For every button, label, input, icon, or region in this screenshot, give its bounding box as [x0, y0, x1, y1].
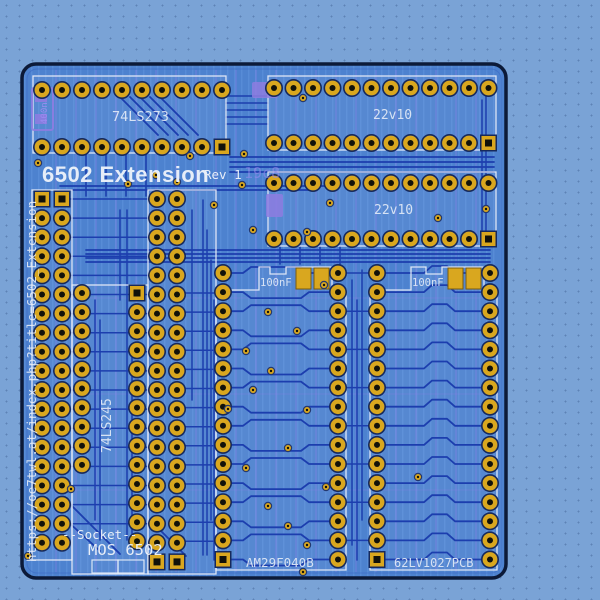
- pcb-board-inner-edge: [26, 68, 502, 574]
- cap2-label: 100nF: [412, 277, 444, 289]
- vias: [23, 93, 491, 577]
- pads: [33, 79, 499, 571]
- socket-chip-label: MOS 6502: [88, 541, 163, 559]
- u1-74ls273-label: 74LS273: [112, 109, 169, 125]
- pcb-generated-layers: [23, 70, 500, 577]
- url-silkscreen: https://oe7twl.at/index.php?title=6502_E…: [24, 201, 39, 562]
- socket-caption: --Socket--: [62, 527, 137, 542]
- u2-22v10-label: 22v10: [373, 108, 412, 123]
- sram-label: 62LV1027PCB: [394, 556, 473, 570]
- back-cap-label: 400n: [40, 102, 50, 124]
- board-title: 6502 Extension: [42, 162, 209, 187]
- cap1-label: 100nF: [260, 277, 292, 289]
- flash-label: AM29F040B: [246, 555, 314, 570]
- u3-22v10-label: 22v10: [374, 203, 413, 218]
- silkscreen-boxes: [31, 75, 498, 575]
- u4-74ls245-label: 74LS245: [100, 398, 115, 453]
- board-revision: Rev 1: [204, 167, 242, 182]
- ghost-bottom-silk-text: 19c8: [244, 164, 280, 182]
